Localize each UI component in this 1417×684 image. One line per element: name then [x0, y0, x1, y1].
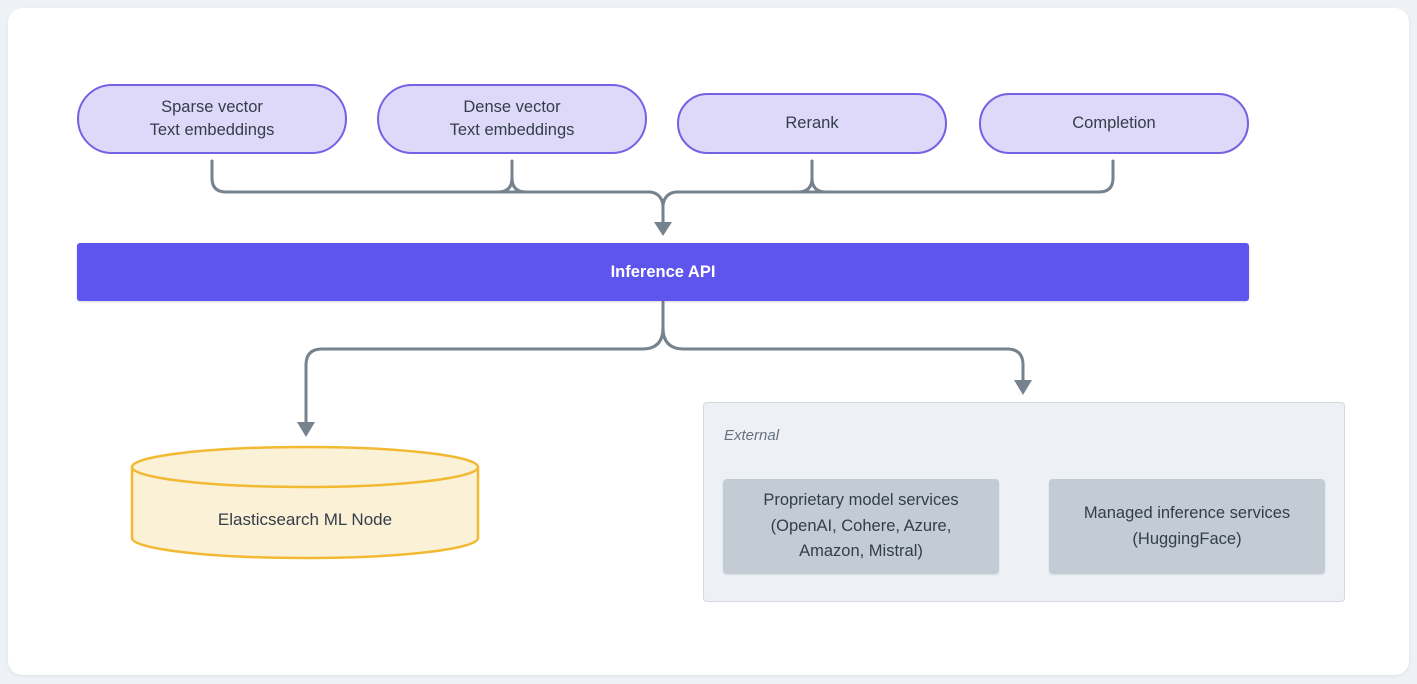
node-managed-inference-services: Managed inference services (HuggingFace) — [1049, 479, 1325, 574]
node-dense-vector-text-embeddings: Dense vector Text embeddings — [377, 84, 647, 154]
node-completion: Completion — [979, 93, 1249, 154]
external-group: External Proprietary model services (Ope… — [703, 402, 1345, 602]
node-proprietary-model-services: Proprietary model services (OpenAI, Cohe… — [723, 479, 999, 574]
node-sparse-vector-text-embeddings: Sparse vector Text embeddings — [77, 84, 347, 154]
node-inference-api: Inference API — [77, 243, 1249, 301]
external-group-label: External — [724, 427, 780, 444]
elasticsearch-ml-node-label: Elasticsearch ML Node — [217, 510, 393, 529]
node-rerank: Rerank — [677, 93, 947, 154]
